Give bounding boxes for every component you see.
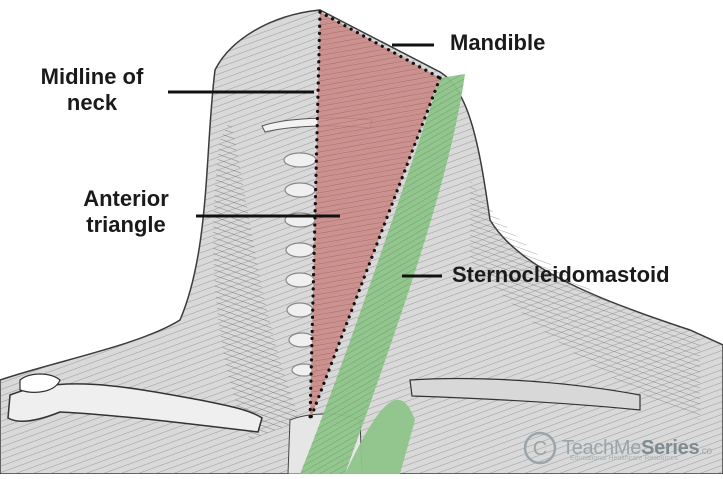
watermark-tld: .co xyxy=(699,446,711,457)
label-midline-line1: Midline of xyxy=(22,64,162,90)
label-sternocleidomastoid-text: Sternocleidomastoid xyxy=(452,262,670,287)
label-sternocleidomastoid: Sternocleidomastoid xyxy=(452,262,670,288)
teachme-watermark: C TeachMeSeries.co Educational Healthcar… xyxy=(520,430,712,466)
label-mandible: Mandible xyxy=(450,30,545,56)
label-mandible-text: Mandible xyxy=(450,30,545,55)
teachme-logo-icon: C xyxy=(520,430,562,466)
label-anterior-triangle: Anterior triangle xyxy=(66,186,186,238)
watermark-tagline: Educational Healthcare Resources xyxy=(570,455,678,462)
label-anterior-line2: triangle xyxy=(66,212,186,238)
logo-letter: C xyxy=(533,438,547,460)
label-anterior-line1: Anterior xyxy=(66,186,186,212)
label-midline-of-neck: Midline of neck xyxy=(22,64,162,116)
label-midline-line2: neck xyxy=(22,90,162,116)
